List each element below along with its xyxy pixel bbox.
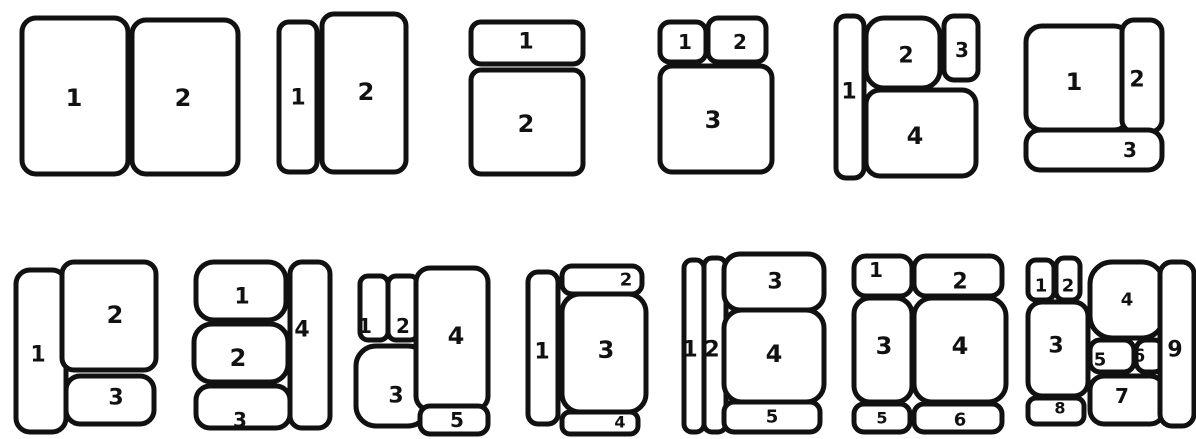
diagram-13-cell-5-label: 5 [1094, 350, 1107, 371]
diagram-9-cell-5-label: 5 [450, 408, 464, 432]
diagram-12-cell-1-label: 1 [869, 258, 883, 282]
diagram-12: 1 2 3 4 5 6 [854, 256, 1006, 432]
diagram-5-cell-1-label: 1 [841, 80, 856, 105]
diagram-13-cell-6-label: 6 [1133, 346, 1146, 367]
diagram-11-cell-5-label: 5 [766, 407, 779, 428]
diagram-10-cell-3-label: 3 [598, 336, 615, 364]
diagram-5: 1 2 3 4 [836, 16, 978, 178]
diagram-8-cell-4 [290, 262, 330, 428]
diagram-4-cell-1-label: 1 [678, 30, 692, 54]
diagram-8-cell-2-label: 2 [230, 344, 247, 372]
diagram-3: 12 [471, 22, 583, 174]
diagram-12-cell-4-label: 4 [952, 332, 969, 360]
diagram-13-cell-7-label: 7 [1115, 384, 1129, 408]
diagram-2-cell-1-label: 1 [290, 86, 305, 111]
diagram-10-cell-1-label: 1 [534, 340, 549, 365]
diagram-7-cell-3-label: 3 [108, 386, 123, 411]
diagram-13-cell-1-label: 1 [1035, 276, 1048, 297]
diagram-9-cell-3-label: 3 [388, 384, 403, 409]
diagram-10: 1 2 3 4 [528, 266, 646, 434]
diagram-3-cell-2-label: 2 [518, 110, 535, 138]
diagram-13-cell-8-label: 8 [1054, 399, 1065, 418]
diagram-9-cell-2-label: 2 [396, 314, 410, 338]
diagram-11-cell-3-label: 3 [767, 270, 782, 295]
diagram-11-cell-4-label: 4 [766, 340, 783, 368]
diagram-10-cell-2-label: 2 [620, 270, 633, 291]
diagram-5-cell-4-label: 4 [907, 122, 924, 150]
diagram-3-cell-1-label: 1 [518, 30, 533, 55]
diagram-12-cell-3-label: 3 [876, 332, 893, 360]
diagram-8: 1 2 3 4 [194, 262, 330, 432]
diagram-11-cell-1-label: 1 [682, 338, 697, 363]
diagram-8-cell-4-label: 4 [294, 318, 309, 343]
diagram-12-cell-2-label: 2 [952, 270, 967, 295]
diagram-4: 1 2 3 [660, 18, 772, 172]
diagram-5-cell-3-label: 3 [955, 38, 969, 62]
diagram-6-cell-2-label: 2 [1129, 68, 1144, 93]
diagram-6-cell-3-label: 3 [1123, 138, 1137, 162]
diagram-6: 1 2 3 [1026, 20, 1162, 170]
diagram-12-cell-6-label: 6 [954, 410, 967, 431]
diagram-10-cell-4-label: 4 [614, 413, 625, 432]
diagram-6-cell-1-label: 1 [1066, 68, 1083, 96]
diagram-8-cell-3-label: 3 [233, 408, 247, 432]
diagram-7-cell-2-label: 2 [107, 301, 124, 329]
diagram-1-cell-1-label: 1 [66, 84, 83, 112]
diagram-1-cell-2-label: 2 [175, 84, 192, 112]
diagram-11-cell-2-label: 2 [704, 338, 719, 363]
diagram-9-cell-1-label: 1 [358, 314, 372, 338]
diagram-4-cell-2-label: 2 [733, 30, 747, 54]
diagram-8-cell-1-label: 1 [234, 285, 249, 310]
diagram-13-cell-9-label: 9 [1167, 338, 1182, 363]
diagram-4-cell-3-label: 3 [705, 106, 722, 134]
diagram-10-cell-4 [562, 412, 638, 434]
diagram-13-cell-3-label: 3 [1048, 334, 1063, 359]
diagram-13-cell-4-label: 4 [1121, 290, 1134, 311]
diagram-13-cell-2-label: 2 [1062, 276, 1075, 297]
diagram-12-cell-1 [854, 256, 912, 296]
diagram-9-cell-4-label: 4 [448, 322, 465, 350]
diagram-2-cell-2-label: 2 [358, 78, 375, 106]
diagram-5-cell-2-label: 2 [898, 44, 913, 69]
diagram-6-cell-3 [1026, 130, 1162, 170]
diagram-12-cell-5-label: 5 [876, 409, 887, 428]
diagram-7: 1 2 3 [16, 262, 156, 432]
diagram-7-cell-1-label: 1 [30, 343, 45, 368]
